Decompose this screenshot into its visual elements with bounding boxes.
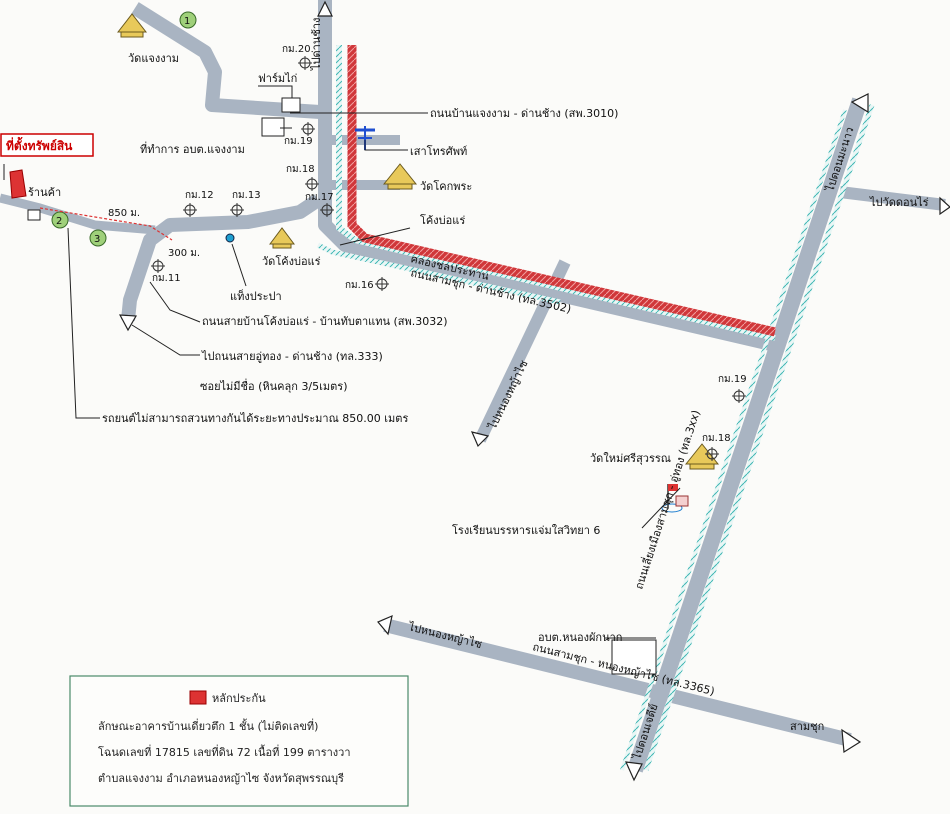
phone-pole-label: เสาโทรศัพท์ bbox=[410, 144, 467, 158]
road-3032-label: ถนนสายบ้านโค้งบ่อแร่ - บ้านทับตาแทน (สพ.… bbox=[202, 314, 448, 328]
to-wat-don-sai-label: ไปวัดดอนไร่ bbox=[869, 196, 929, 209]
km-marker-icon bbox=[732, 389, 746, 403]
km-label: กม.18 bbox=[286, 164, 315, 175]
shop-box bbox=[27, 209, 41, 221]
badge-3: 3 bbox=[94, 234, 100, 245]
km-label: กม.13 bbox=[232, 190, 261, 201]
farm-box bbox=[281, 97, 301, 113]
road-bypass bbox=[627, 97, 868, 773]
km-marker-icon bbox=[151, 259, 165, 273]
distance-dashes bbox=[39, 207, 173, 241]
km-label: กม.11 bbox=[152, 273, 181, 284]
shop-label: ร้านค้า bbox=[28, 186, 61, 199]
arrow-nongyasai-icon bbox=[470, 431, 490, 448]
water-channels bbox=[316, 45, 875, 771]
arrow-west-icon bbox=[377, 614, 393, 636]
km-label: กม.17 bbox=[305, 192, 334, 203]
water-tank-icon bbox=[225, 233, 235, 243]
arrow-north-icon bbox=[317, 0, 333, 17]
road-3010-label: ถนนบ้านแจงงาม - ด่านช้าง (สพ.3010) bbox=[430, 107, 618, 120]
road-333-label: ไปถนนสายอู่ทอง - ด่านช้าง (ทล.333) bbox=[201, 350, 383, 363]
arrow-se-icon bbox=[841, 728, 862, 754]
sam-chuk-label: สามชุก bbox=[790, 720, 824, 733]
canal-irrigation bbox=[347, 45, 777, 337]
km-marker-icon bbox=[301, 122, 315, 136]
road-nong-ya-sai-1 bbox=[474, 259, 571, 443]
obt-nong-phak-label: อบต.หนองผักนาก bbox=[538, 631, 622, 644]
km-label: กม.12 bbox=[185, 190, 214, 201]
km-label: กม.18 bbox=[702, 433, 731, 444]
km-marker-icon bbox=[298, 56, 312, 70]
khong-bo-rae-label: โค้งบ่อแร่ bbox=[420, 213, 465, 227]
school-label: โรงเรียนบรรหารแจ่มใสวิทยา 6 bbox=[452, 523, 600, 537]
km-label: กม.19 bbox=[284, 136, 313, 147]
car-note-label: รถยนต์ไม่สามารถสวนทางกันได้ระยะทางประมาณ… bbox=[102, 412, 408, 425]
temple-icon bbox=[269, 227, 295, 249]
school-icon bbox=[661, 484, 689, 513]
wat-chaengngam-label: วัดแจงงาม bbox=[128, 52, 179, 65]
km-marker-icon bbox=[320, 203, 334, 217]
obt-office-label: ที่ทำการ อบต.แจงงาม bbox=[140, 141, 245, 156]
km-marker-icon bbox=[375, 277, 389, 291]
km-label: กม.19 bbox=[718, 374, 747, 385]
road-3032 bbox=[121, 194, 322, 321]
km-label: กม.16 bbox=[345, 280, 374, 291]
badge-2: 2 bbox=[56, 216, 62, 227]
km-marker-icon bbox=[305, 177, 319, 191]
legend-line-2: โฉนดเลขที่ 17815 เลขที่ดิน 72 เนื้อที่ 1… bbox=[98, 744, 351, 759]
road-3365 bbox=[383, 618, 852, 747]
soi-unnamed-label: ซอยไม่มีชื่อ (หินคลุก 3/5เมตร) bbox=[200, 378, 348, 393]
to-dan-chang-label: ไปด่านช้าง bbox=[310, 18, 323, 71]
arrow-east-icon bbox=[939, 196, 950, 216]
km-label: กม.20 bbox=[282, 44, 311, 55]
property-marker bbox=[9, 169, 27, 199]
legend-collateral: หลักประกัน bbox=[212, 692, 266, 705]
distance-300-label: 300 ม. bbox=[168, 248, 200, 259]
obt-nong-phak-box bbox=[611, 639, 657, 675]
arrow-south-icon bbox=[625, 761, 643, 782]
distance-850-label: 850 ม. bbox=[108, 208, 140, 219]
wat-khokphra-label: วัดโคกพระ bbox=[420, 179, 472, 193]
water-tank-label: แท็งประปา bbox=[230, 289, 282, 303]
leader-lines bbox=[3, 85, 681, 639]
property-title: ที่ตั้งทรัพย์สิน bbox=[6, 136, 73, 153]
road-end-arrows bbox=[118, 0, 950, 782]
wat-mai-label: วัดใหม่ศรีสุวรรณ bbox=[590, 452, 671, 465]
km-marker-icon bbox=[705, 447, 719, 461]
badge-1: 1 bbox=[184, 16, 190, 27]
legend-line-1: ลักษณะอาคารบ้านเดี่ยวตึก 1 ชั้น (ไม่ติดเ… bbox=[98, 718, 318, 733]
temple-icon bbox=[116, 13, 148, 38]
legend-box: หลักประกัน ลักษณะอาคารบ้านเดี่ยวตึก 1 ชั… bbox=[69, 675, 409, 807]
temple-icon bbox=[382, 163, 418, 190]
km-markers bbox=[151, 56, 746, 461]
number-badges: 1 2 3 bbox=[51, 11, 197, 247]
road-3010 bbox=[131, 2, 321, 119]
property-title-box bbox=[0, 133, 94, 157]
wat-khong-bo-rae-label: วัดโค้งบ่อแร่ bbox=[262, 254, 321, 268]
farm-label: ฟาร์มไก่ bbox=[258, 72, 297, 85]
km-marker-icon bbox=[183, 203, 197, 217]
legend-line-3: ตำบลแจงงาม อำเภอหนองหญ้าไซ จังหวัดสุพรรณ… bbox=[98, 772, 344, 785]
obt-office-box bbox=[261, 117, 285, 137]
road-don-sai bbox=[839, 186, 946, 211]
arrow-ne-icon bbox=[850, 93, 869, 114]
km-marker-icon bbox=[230, 203, 244, 217]
arrow-sw-icon bbox=[118, 314, 137, 332]
collateral-swatch bbox=[189, 690, 207, 705]
